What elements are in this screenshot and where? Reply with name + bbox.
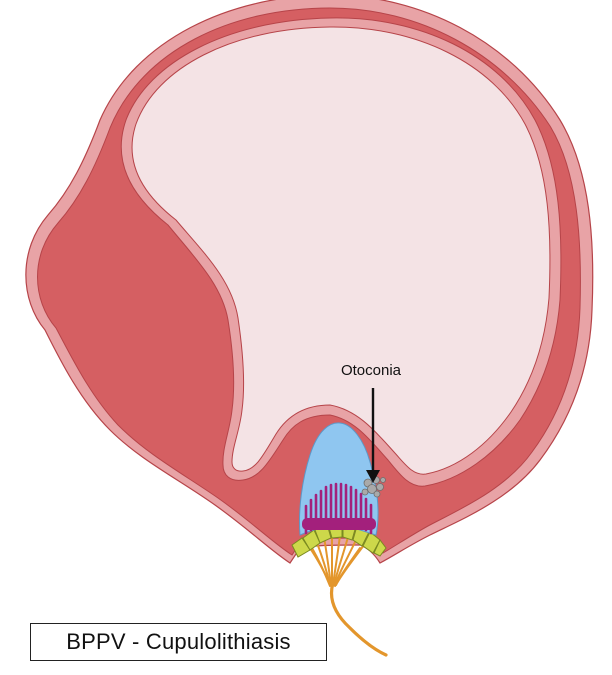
endolymph-space bbox=[131, 26, 551, 475]
supporting-cells bbox=[291, 522, 387, 558]
diagram-title: BPPV - Cupulolithiasis bbox=[30, 623, 327, 661]
otoconia-label: Otoconia bbox=[341, 362, 402, 379]
otoconia-arrow bbox=[366, 388, 380, 483]
hair-cell-bodies bbox=[302, 518, 376, 530]
